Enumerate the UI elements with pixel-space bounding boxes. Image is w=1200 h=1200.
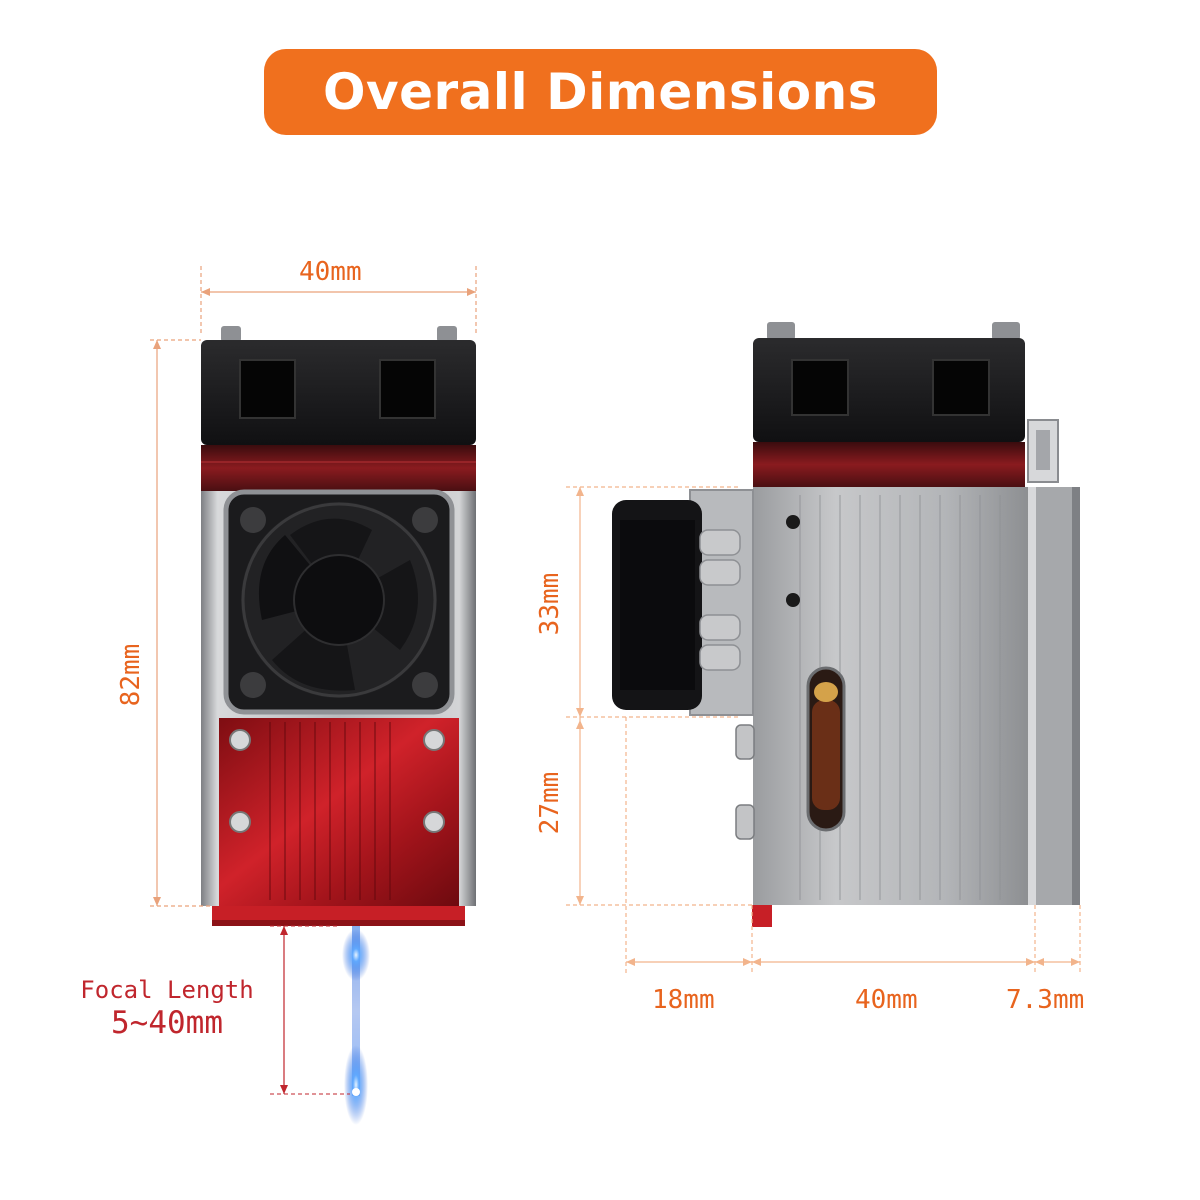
page-title: Overall Dimensions xyxy=(323,63,878,121)
beam-icon xyxy=(342,926,370,1125)
front-height-label: 82mm xyxy=(116,643,146,707)
side-upper-height-label: 33mm xyxy=(535,572,565,636)
side-width-label-18: 18mm xyxy=(652,985,715,1015)
fan-icon xyxy=(240,502,438,698)
front-width-label: 40mm xyxy=(299,257,362,287)
side-width-label-7-3: 7.3mm xyxy=(1006,985,1085,1015)
side-dimension-guides xyxy=(566,486,1081,975)
side-lower-height-label: 27mm xyxy=(535,771,565,835)
title-banner: Overall Dimensions xyxy=(264,49,937,135)
front-product-image xyxy=(201,326,476,926)
side-product-image xyxy=(612,322,1080,927)
focal-length-title: Focal Length xyxy=(80,976,254,1004)
front-dimension-guides xyxy=(150,266,477,1095)
focal-length-value: 5~40mm xyxy=(111,1005,223,1041)
side-width-label-40: 40mm xyxy=(855,985,918,1015)
